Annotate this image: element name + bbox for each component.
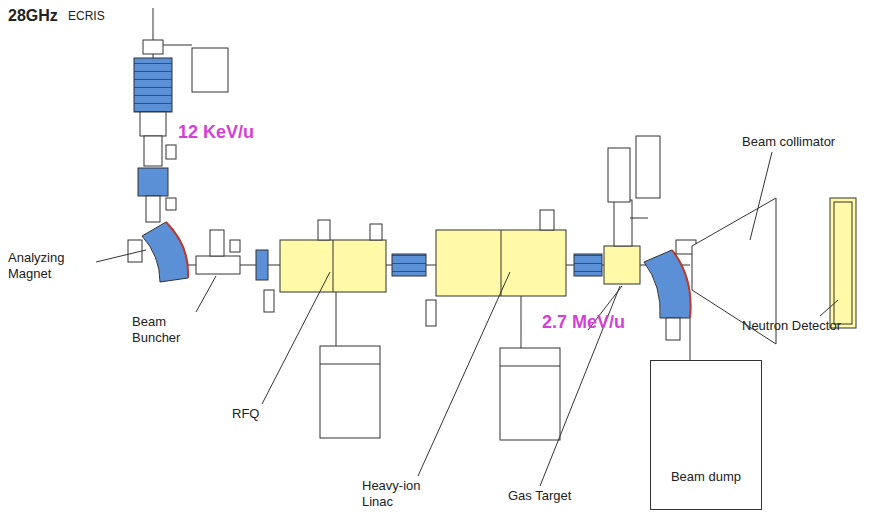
source-name: ECRIS (68, 9, 105, 23)
part-name: Beam Buncher (132, 314, 202, 345)
part-name: Gas Target (508, 488, 571, 504)
beam-dump-box: Beam dump (650, 360, 762, 510)
beam-energy: 2.7 MeV/u (542, 312, 625, 334)
part-name: Beam collimator (742, 134, 835, 150)
part-name: Heavy-ion Linac (362, 478, 432, 509)
beam-energy: 12 KeV/u (178, 122, 254, 144)
source-frequency: 28GHz (8, 6, 58, 25)
part-name: RFQ (232, 406, 259, 422)
part-name: Beam dump (651, 469, 761, 484)
part-name: Neutron Detector (742, 318, 841, 334)
part-name: Analyzing Magnet (8, 250, 96, 281)
